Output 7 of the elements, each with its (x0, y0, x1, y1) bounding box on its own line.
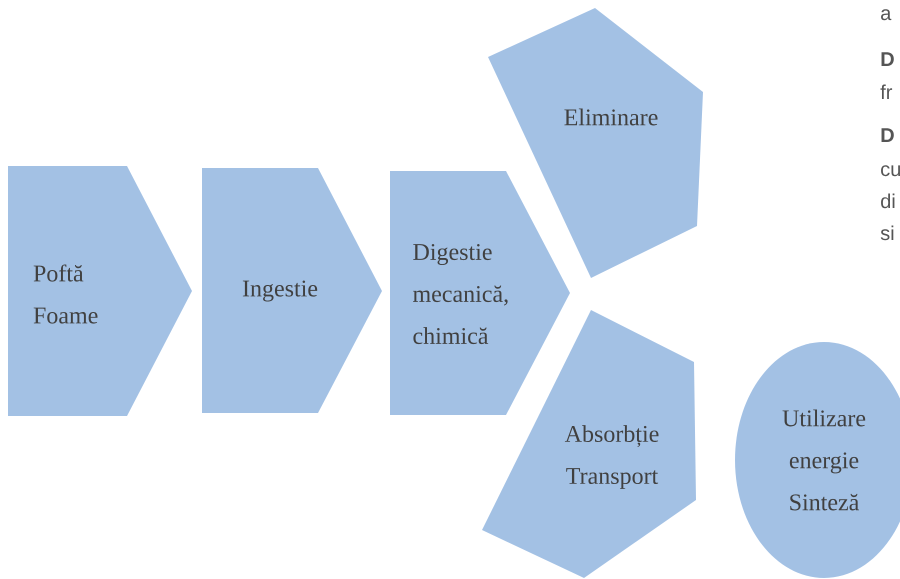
text-fragment: di (881, 194, 894, 208)
text-fragment: si (880, 226, 894, 240)
text-fragment: D (882, 52, 894, 66)
text-fragment: fr (880, 84, 892, 99)
text-fragment: cu (881, 165, 900, 176)
text-fragment: D (882, 128, 894, 142)
text-fragment: a (881, 9, 892, 20)
